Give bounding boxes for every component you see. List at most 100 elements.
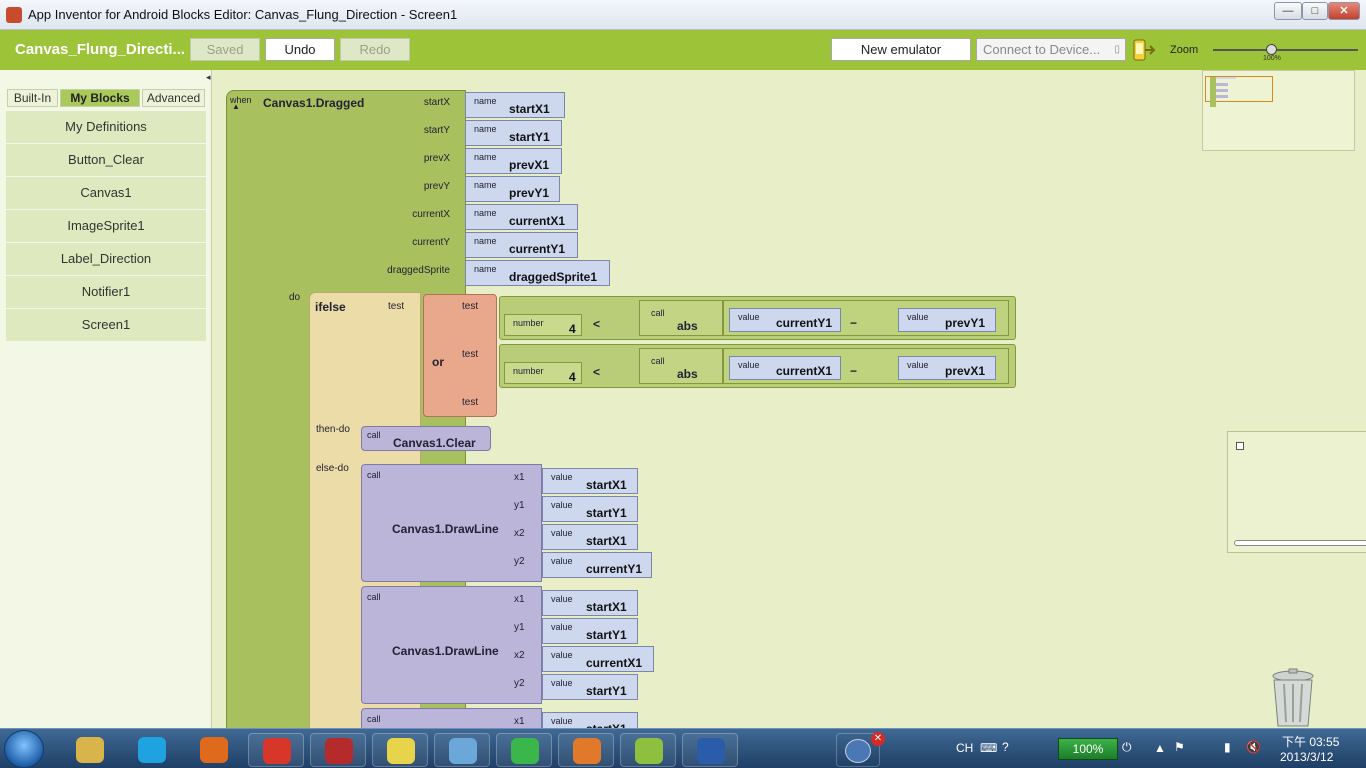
horizontal-scrollbar[interactable] [1234, 540, 1366, 546]
call-label: call [367, 592, 381, 602]
param-name-value: draggedSprite1 [509, 270, 598, 284]
flag-icon[interactable]: ⚑ [1174, 740, 1185, 754]
volume-muted-icon[interactable]: 🔇 [1246, 740, 1261, 754]
clock-date[interactable]: 2013/3/12 [1280, 750, 1334, 764]
arg-label: x1 [514, 472, 525, 483]
keyboard-icon[interactable]: ⌨ [980, 741, 998, 755]
call-drawline-block[interactable] [361, 464, 542, 582]
drawer-screen1[interactable]: Screen1 [6, 309, 206, 341]
tab-my-blocks[interactable]: My Blocks [60, 89, 140, 107]
drawer-imagesprite1[interactable]: ImageSprite1 [6, 210, 206, 242]
power-plug-icon[interactable]: ⏻ [1122, 740, 1132, 754]
taskbar-app-button[interactable] [124, 733, 180, 767]
tray-expand-icon[interactable]: ▲ [1154, 741, 1166, 755]
workspace-minimap[interactable] [1202, 70, 1355, 151]
minimize-button[interactable]: — [1274, 2, 1302, 20]
collapse-panel-icon[interactable]: ◂ [206, 72, 211, 82]
value-label: value [551, 716, 573, 726]
taskbar-app-button[interactable] [620, 733, 676, 767]
help-icon[interactable]: ? [1002, 740, 1009, 754]
name-label: name [474, 124, 497, 134]
new-emulator-button[interactable]: New emulator [831, 38, 971, 61]
drawer-notifier1[interactable]: Notifier1 [6, 276, 206, 308]
value-label: value [551, 556, 573, 566]
ime-indicator[interactable]: CH [956, 741, 974, 755]
abs-function-label: abs [677, 367, 698, 381]
checkbox[interactable] [1236, 442, 1244, 450]
start-button[interactable] [4, 730, 44, 768]
taskbar-app-button[interactable] [186, 733, 242, 767]
call-drawline-block[interactable] [361, 708, 542, 728]
taskbar-app-button[interactable] [248, 733, 304, 767]
zoom-slider-track[interactable] [1213, 49, 1358, 51]
call-abs-block[interactable] [639, 348, 723, 384]
drawer-list: My Definitions Button_Clear Canvas1 Imag… [6, 111, 206, 342]
call-drawline-block[interactable] [361, 586, 542, 704]
drawer-label-direction[interactable]: Label_Direction [6, 243, 206, 275]
value-label: value [551, 472, 573, 482]
taskbar-app-button[interactable] [310, 733, 366, 767]
minimap-viewport[interactable] [1205, 76, 1273, 102]
drawer-my-definitions[interactable]: My Definitions [6, 111, 206, 143]
maximize-button[interactable]: □ [1302, 2, 1328, 20]
taskbar-app-button[interactable] [62, 733, 118, 767]
or-block[interactable] [423, 294, 497, 417]
close-button[interactable]: ✕ [1328, 2, 1360, 20]
taskbar-app-button[interactable] [558, 733, 614, 767]
paint-icon [449, 738, 477, 764]
drawer-button-clear[interactable]: Button_Clear [6, 144, 206, 176]
value-name: startY1 [586, 684, 627, 698]
clock-time[interactable]: 下午 03:55 [1282, 735, 1340, 749]
phone-connect-icon[interactable] [1132, 38, 1156, 62]
trash-can-icon[interactable] [1270, 668, 1316, 728]
notification-app-icon[interactable]: ✕ [836, 732, 885, 767]
undo-button[interactable]: Undo [265, 38, 335, 61]
zoom-label: Zoom [1170, 44, 1199, 56]
call-abs-block[interactable] [639, 300, 723, 336]
taskbar-app-button[interactable] [434, 733, 490, 767]
saved-button[interactable]: Saved [190, 38, 260, 61]
call-label: call [651, 308, 665, 318]
redo-button[interactable]: Redo [340, 38, 410, 61]
call-canvas-clear-block[interactable] [361, 426, 491, 451]
comment-panel[interactable] [1227, 431, 1366, 553]
param-name-value: prevX1 [509, 158, 550, 172]
drawer-canvas1[interactable]: Canvas1 [6, 177, 206, 209]
connect-device-dropdown[interactable]: Connect to Device... ▯ [976, 38, 1126, 61]
number-value: 4 [569, 370, 576, 384]
collapse-triangle-icon[interactable]: ▲ [232, 102, 240, 111]
battery-indicator[interactable]: 100% [1058, 738, 1118, 760]
downloader-icon [325, 738, 353, 764]
taskbar-app-button[interactable] [496, 733, 552, 767]
zoom-slider-handle[interactable] [1266, 44, 1277, 55]
param-arg-label: startY [423, 125, 450, 136]
taskbar-app-button[interactable] [372, 733, 428, 767]
network-icon[interactable]: ▮ [1224, 740, 1231, 754]
taskbar-app-button[interactable] [682, 733, 738, 767]
tab-advanced[interactable]: Advanced [142, 89, 205, 107]
tab-built-in[interactable]: Built-In [7, 89, 58, 107]
